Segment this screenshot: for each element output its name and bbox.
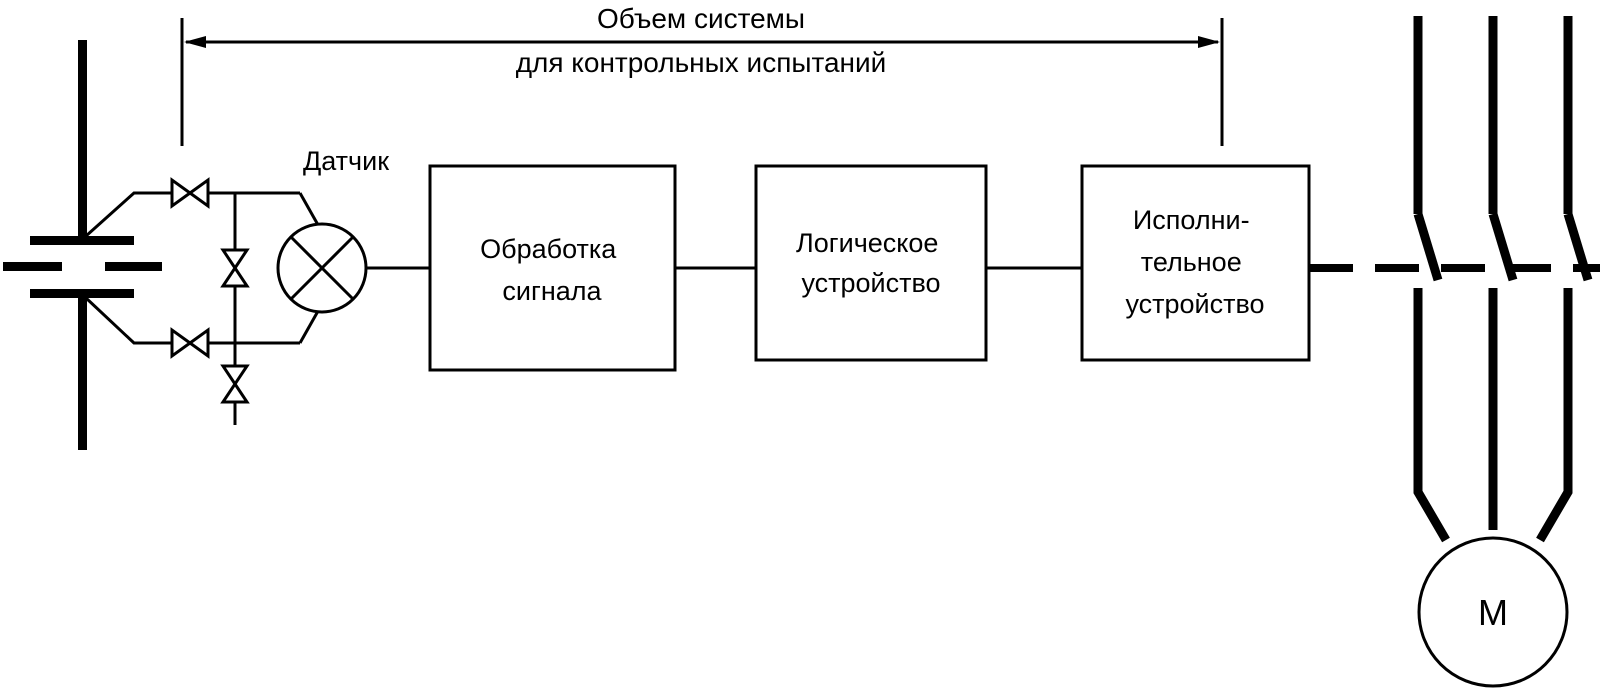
process-plate-lower bbox=[30, 289, 134, 298]
lower-isolation-valve-icon bbox=[170, 327, 210, 359]
motor-label: M bbox=[1478, 592, 1508, 633]
signal-processing-label: Обработка сигнала bbox=[480, 234, 624, 306]
three-pole-switch bbox=[1413, 16, 1593, 543]
scope-left-arrowhead bbox=[184, 36, 206, 48]
drain-valve-icon bbox=[220, 364, 250, 404]
scope-caption-line1: Объем системы bbox=[597, 3, 805, 34]
process-dash-left bbox=[3, 262, 62, 271]
impulse-line-lower bbox=[84, 296, 172, 345]
actuator-label: Исполни- тельное устройство bbox=[1125, 205, 1264, 319]
phase-1-motor-lead bbox=[1413, 288, 1450, 543]
phase-3-contact-blade bbox=[1563, 212, 1593, 282]
equalizing-valve-icon bbox=[220, 248, 250, 288]
process-element bbox=[3, 40, 162, 450]
upper-isolation-valve-icon bbox=[170, 177, 210, 209]
sensor-label: Датчик bbox=[303, 146, 389, 176]
logic-device-label-line1: Логическое bbox=[796, 228, 938, 258]
phase-1-contact-blade bbox=[1413, 212, 1443, 282]
logic-device-label-line2: устройство bbox=[801, 268, 940, 298]
scope-dimension bbox=[180, 18, 1224, 146]
scope-caption-line2: для контрольных испытаний bbox=[516, 47, 887, 78]
process-plate-upper bbox=[30, 236, 134, 245]
phase-3-motor-lead bbox=[1536, 288, 1573, 543]
sensor-icon bbox=[276, 222, 368, 314]
motor-icon bbox=[1417, 536, 1569, 688]
logic-device-block bbox=[754, 164, 988, 362]
actuator-label-line1: Исполни- bbox=[1133, 205, 1250, 235]
scope-right-arrowhead bbox=[1198, 36, 1220, 48]
process-dash-right bbox=[105, 262, 162, 271]
actuator-block bbox=[1080, 164, 1311, 362]
signal-processing-label-line2: сигнала bbox=[502, 276, 602, 306]
process-pipe-lower bbox=[78, 292, 87, 450]
signal-processing-block bbox=[428, 164, 677, 372]
impulse-lines bbox=[84, 191, 324, 425]
process-pipe-upper bbox=[78, 40, 87, 238]
impulse-line-upper bbox=[84, 191, 172, 238]
valves bbox=[170, 177, 250, 404]
signal-processing-label-line1: Обработка bbox=[480, 234, 617, 264]
actuator-label-line2: тельное bbox=[1141, 247, 1242, 277]
actuator-label-line3: устройство bbox=[1125, 289, 1264, 319]
phase-2-contact-blade bbox=[1488, 212, 1518, 282]
logic-device-label: Логическое устройство bbox=[796, 228, 946, 298]
